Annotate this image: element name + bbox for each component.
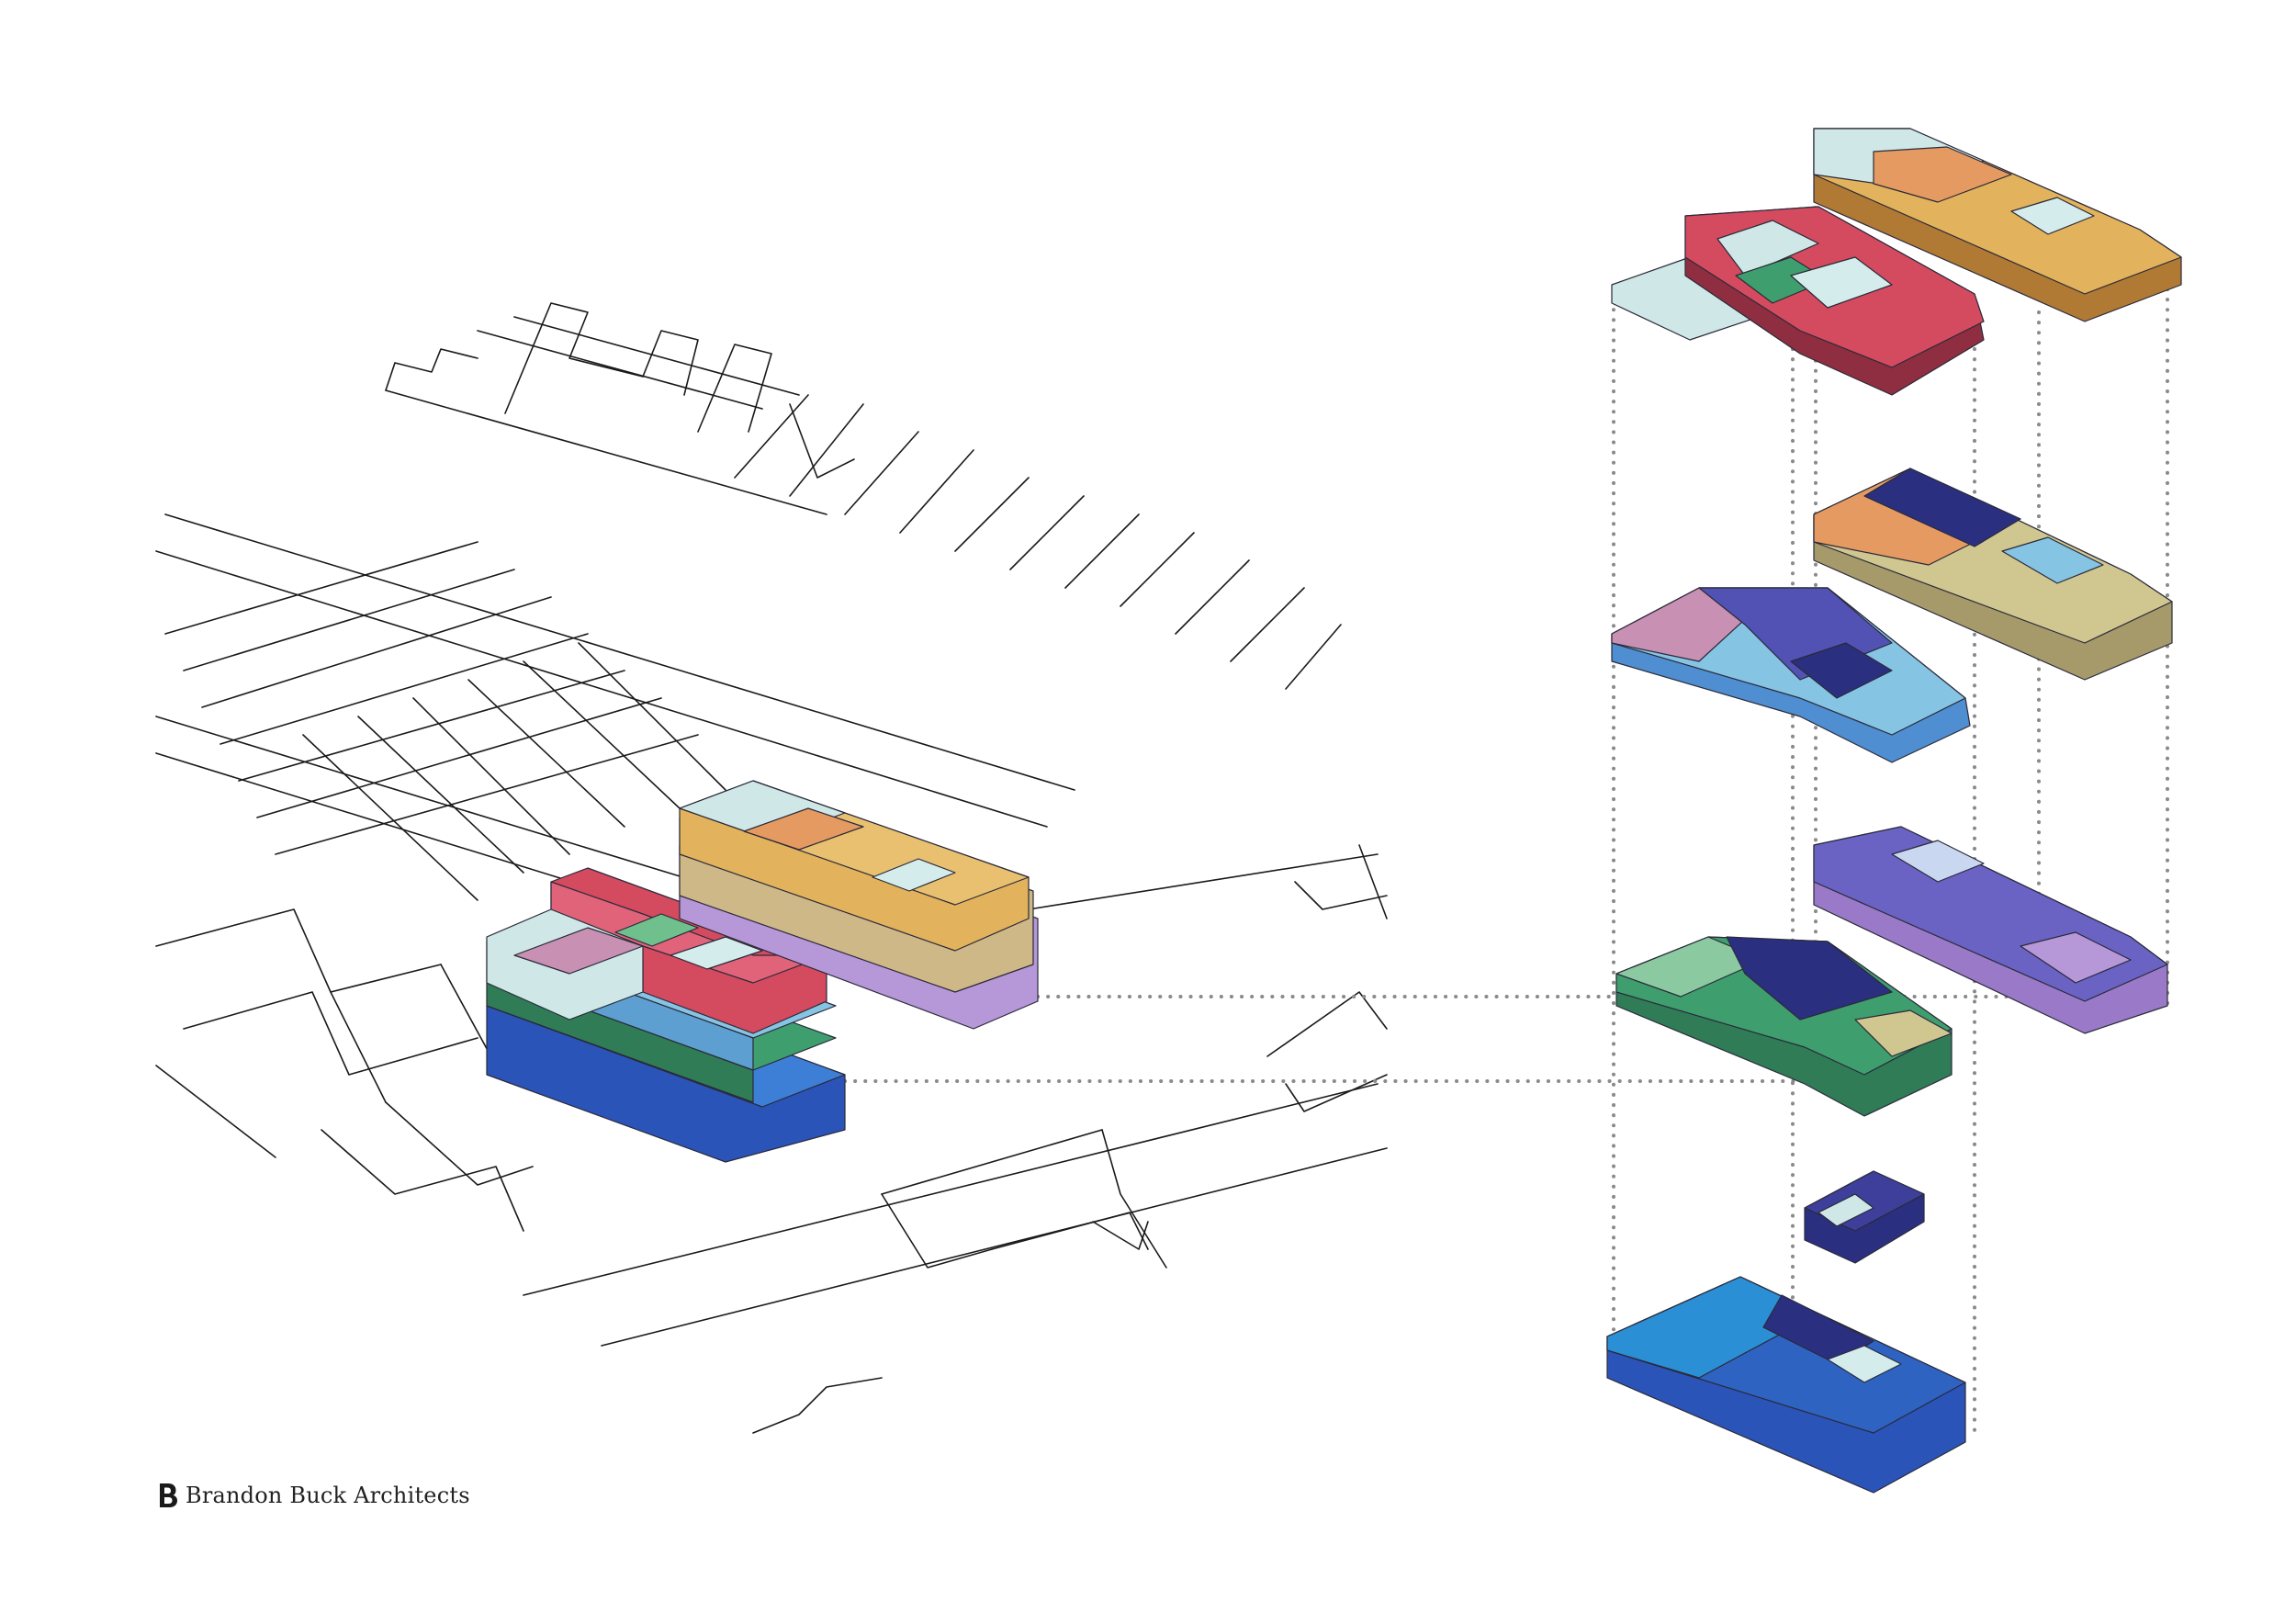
exploded-level-2 — [1615, 936, 1953, 1117]
brand-mark: Brandon Buck Architects — [158, 1483, 470, 1508]
exploded-level-4-east — [1813, 468, 2173, 681]
exploded-level-4-west — [1611, 587, 1971, 763]
context-site-map — [155, 302, 1388, 1434]
dotted-connectors — [843, 196, 2169, 1435]
brand-name: Brandon Buck Architects — [186, 1483, 470, 1508]
exploded-level-3-east — [1813, 826, 2168, 1034]
exploded-level-5-west — [1611, 206, 1985, 396]
site-massing-east-building — [679, 780, 1039, 1030]
bb-monogram-icon — [160, 1483, 177, 1507]
exploded-ground-level — [1606, 1276, 1966, 1494]
exploded-level-5-east — [1813, 128, 2182, 322]
site-massing-west-building — [486, 867, 846, 1163]
exploded-level-1-core — [1804, 1170, 1925, 1264]
